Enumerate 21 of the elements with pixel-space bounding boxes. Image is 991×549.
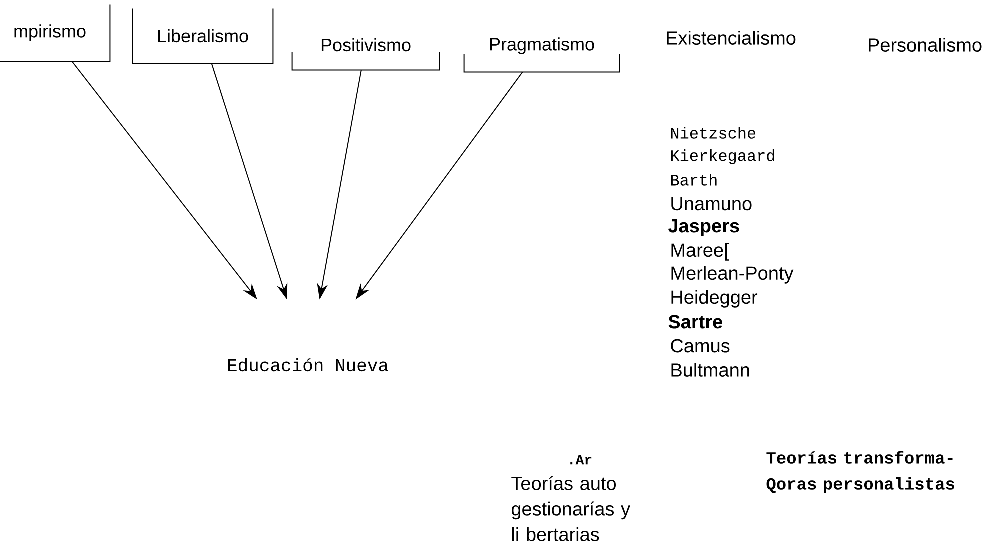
text-label: Heidegger: [672, 290, 758, 308]
text-label: Jaspers: [668, 220, 740, 236]
text-label: Existencialismo: [667, 31, 796, 45]
text-label: Bultmann: [672, 363, 750, 377]
text-label: .Ar: [570, 455, 592, 465]
bracket-box: Positivismo: [292, 38, 440, 71]
text-label: Teorías transforma- Qoras personalistas: [766, 451, 954, 494]
bracket-box: Liberalismo: [132, 8, 274, 64]
text-label: Unamuno: [672, 197, 752, 211]
text-label: Merlean-Ponty: [672, 266, 794, 284]
text-label: Camus: [671, 339, 730, 353]
text-label: Personalismo: [869, 38, 982, 52]
text-label: Nietzsche: [671, 127, 756, 139]
text-label: Barth: [671, 174, 717, 186]
bracket-box: Pragmatismo: [464, 38, 620, 73]
text-label: Maree[: [672, 243, 730, 261]
bracket-box: mpirismo: [0, 4, 111, 62]
text-label: Kierkegaard: [671, 150, 774, 164]
text-label: Educación Nueva: [228, 358, 388, 372]
text-label: Teorías auto gestionarías y li bertarias: [512, 476, 630, 542]
text-label: Sartre: [668, 315, 722, 329]
